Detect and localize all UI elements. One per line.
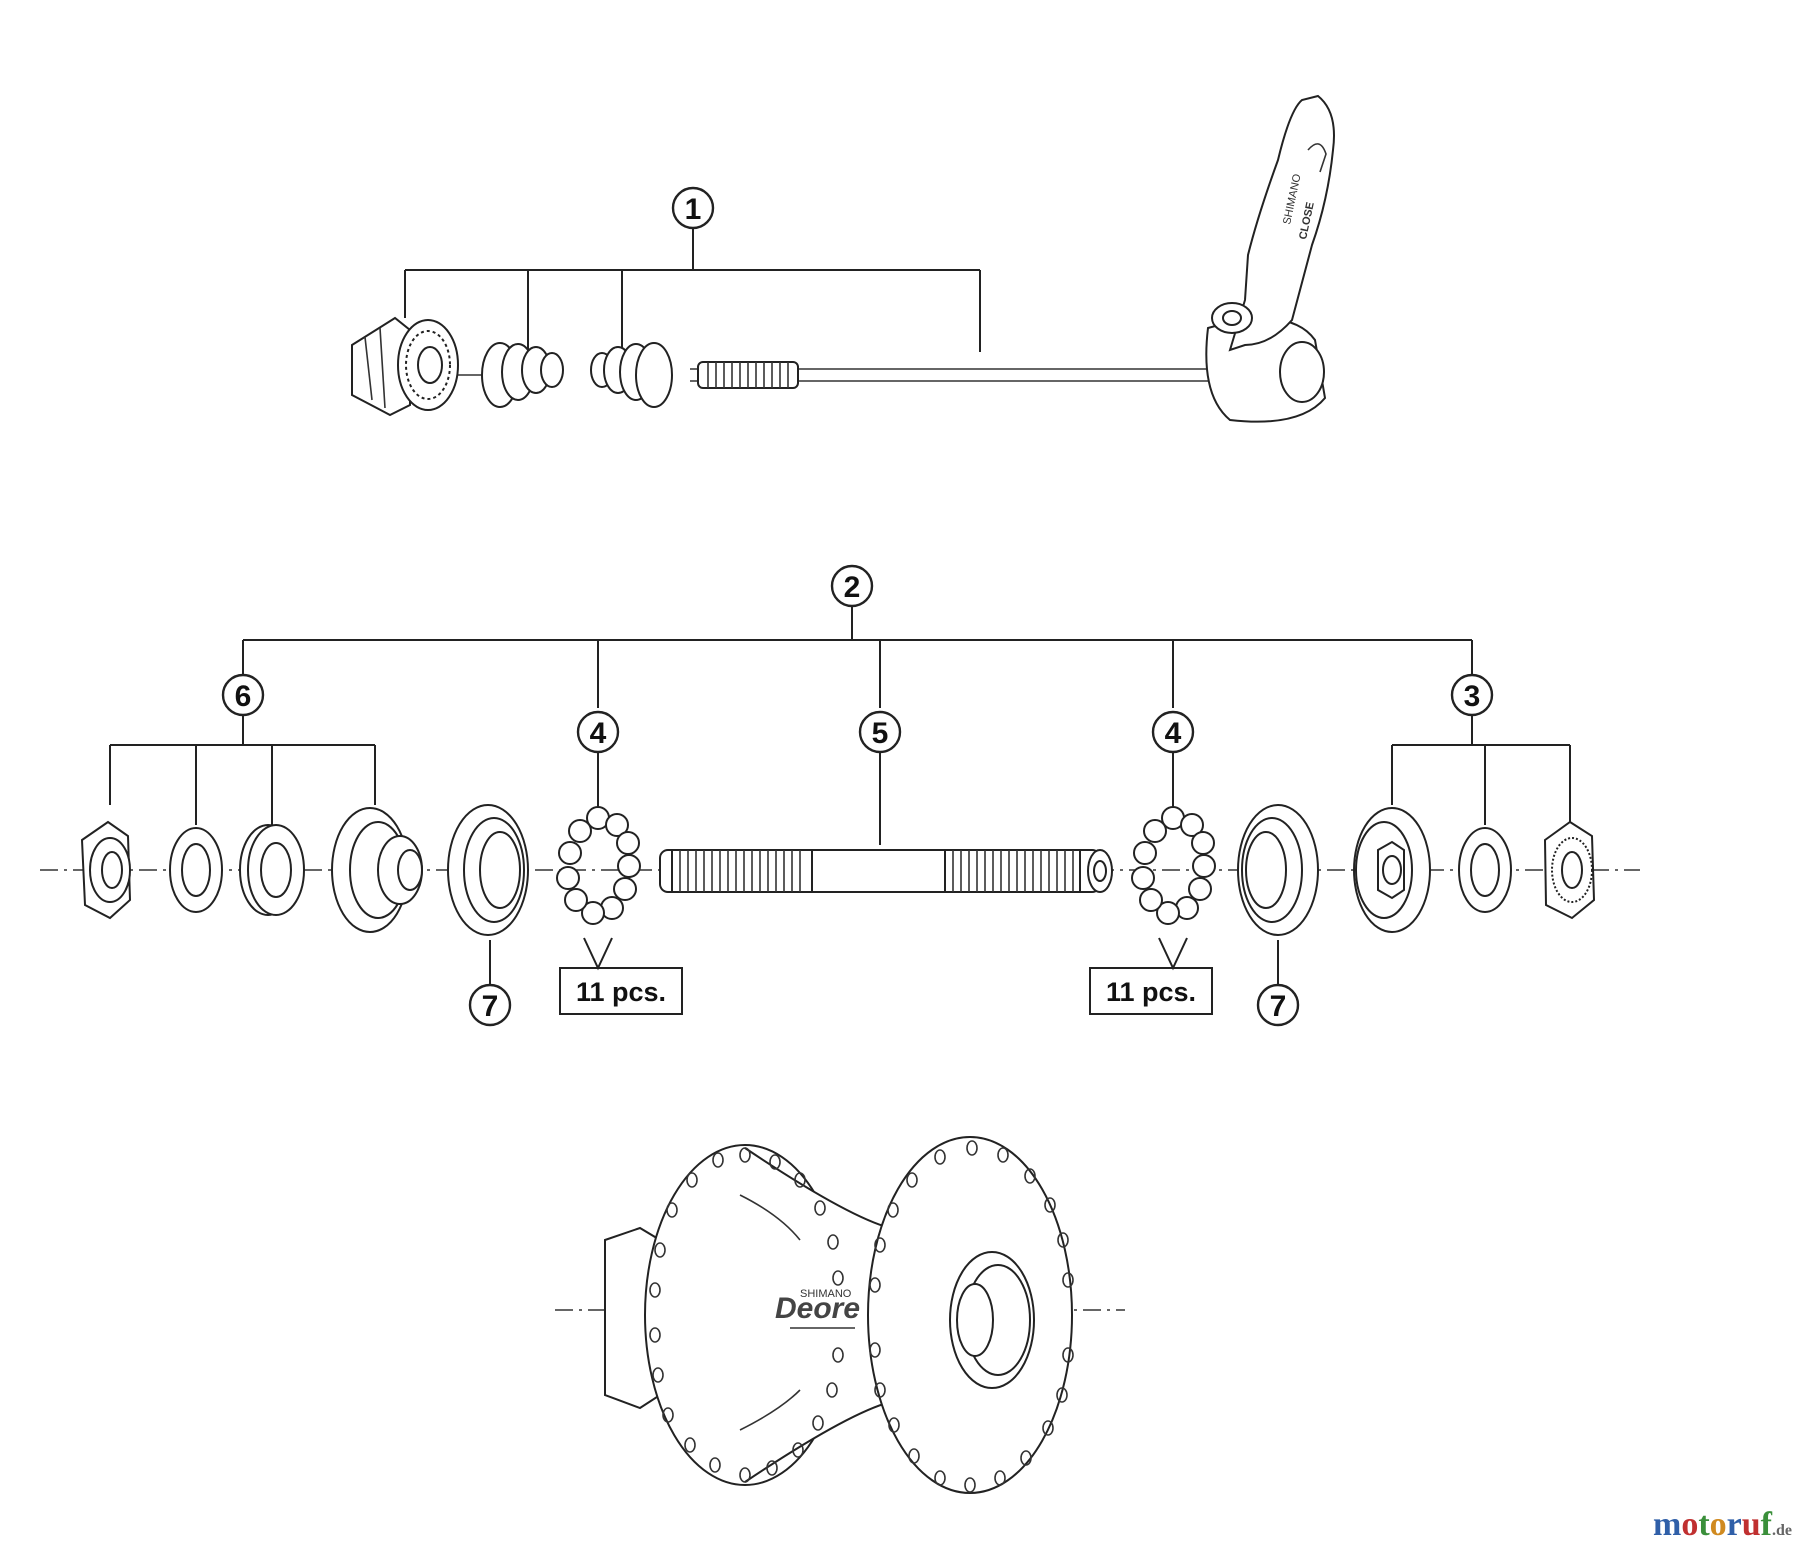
hub-axle [659,849,1113,893]
wm-o2: o [1709,1506,1727,1543]
wm-o1: o [1681,1506,1699,1543]
callout-3-label: 3 [1464,680,1481,713]
cone-left [331,807,423,933]
quantity-right-text: 11 pcs. [1106,977,1196,1007]
spacer-left [239,824,305,916]
steel-balls-right [1131,806,1216,925]
hub-model-text: Deore [775,1292,860,1325]
wm-t: t [1698,1506,1710,1543]
quantity-label-left: 11 pcs. [559,937,683,1015]
washer-right [1458,827,1512,913]
callout-7-right-label: 7 [1270,990,1287,1023]
callout-4-right-label: 4 [1165,717,1182,750]
adjusting-nut [351,316,459,417]
callout-5-label: 5 [872,717,889,750]
hub-axle-assembly: 2 6 3 4 5 4 7 7 [40,564,1640,1027]
volute-spring-2 [590,342,673,408]
callout-6: 6 [221,673,265,717]
lock-nut-right [1543,820,1596,920]
dust-cap-left [447,804,529,936]
lock-nut-left [80,820,132,920]
washer-left [169,827,223,913]
callout-4-left: 4 [576,710,620,754]
dust-cap-right [1237,804,1319,936]
steel-balls-left [556,806,641,925]
callout-6-label: 6 [235,680,252,713]
callout-7-left: 7 [468,983,512,1027]
wm-f: f [1760,1506,1772,1543]
wm-m: m [1653,1506,1682,1543]
callout-2-label: 2 [844,571,861,604]
quick-release-assembly: CLOSE SHIMANO 1 [351,94,1335,423]
cone-right [1353,807,1431,933]
callout-7-left-label: 7 [482,990,499,1023]
spoke-holes [649,1140,1074,1493]
callout-1-label: 1 [685,193,702,226]
wm-u: u [1741,1506,1761,1543]
quantity-left-text: 11 pcs. [576,977,666,1007]
wm-r: r [1726,1506,1742,1543]
callout-2: 2 [830,564,874,608]
hub-brand-text: SHIMANO [800,1288,852,1300]
wm-tld: .de [1772,1522,1792,1539]
callout-5: 5 [858,710,902,754]
motoruf-watermark: motoruf.de [1653,1506,1792,1544]
hub-body: SHIMANO Deore [555,1136,1125,1494]
quick-release-lever: CLOSE SHIMANO [1205,94,1335,423]
quantity-label-right: 11 pcs. [1089,937,1213,1015]
volute-spring-1 [481,342,564,408]
callout-4-left-label: 4 [590,717,607,750]
callout-7-right: 7 [1256,983,1300,1027]
callout-4-right: 4 [1151,710,1195,754]
callout-1: 1 [671,186,715,230]
callout-3: 3 [1450,673,1494,717]
